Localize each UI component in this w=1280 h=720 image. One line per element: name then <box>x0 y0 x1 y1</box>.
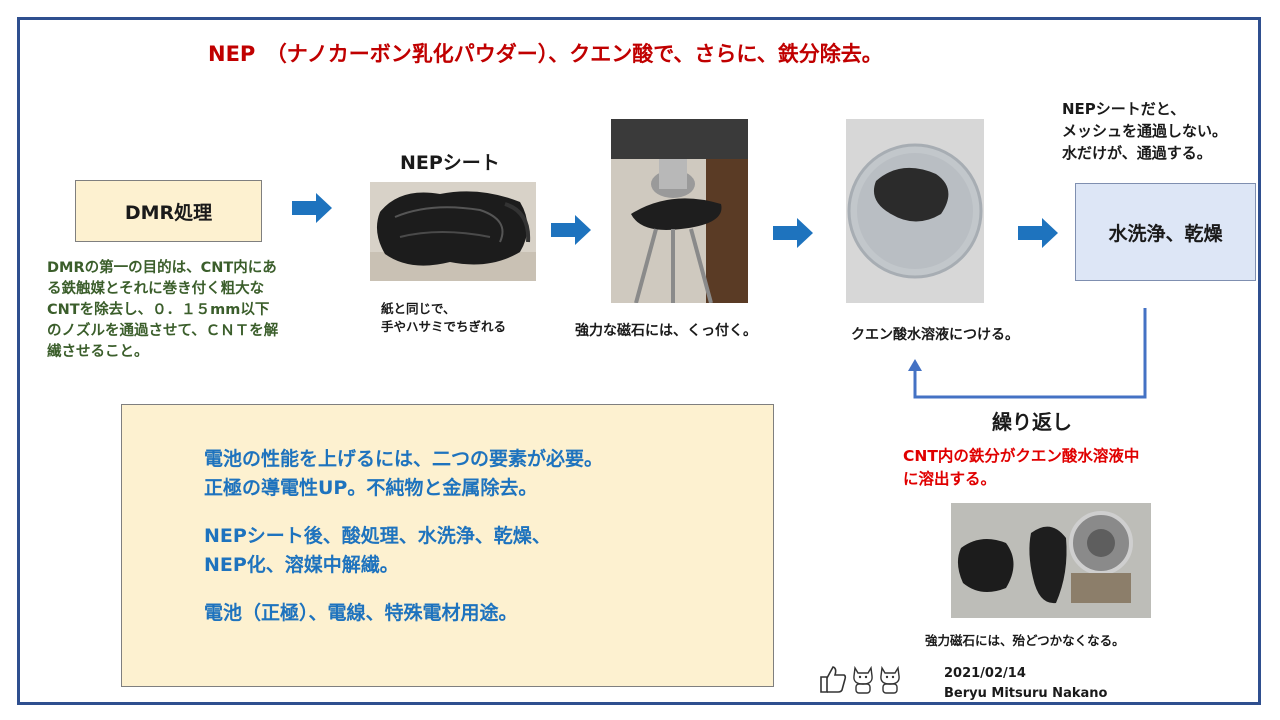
mesh-note-line: 水だけが、通過する。 <box>1062 144 1212 162</box>
arrow-right-icon <box>292 193 332 223</box>
repeat-loop-arrow <box>908 308 1147 399</box>
summary-line: 正極の導電性UP。不純物と金属除去。 <box>204 477 538 499</box>
footer-date: 2021/02/14 <box>944 666 1026 681</box>
citric-acid-photo <box>846 119 984 303</box>
lucky-cat-icon <box>880 665 900 694</box>
wash-dry-box: 水洗浄、乾燥 <box>1075 183 1256 281</box>
summary-spacer <box>204 503 603 522</box>
footer: 2021/02/14 Beryu Mitsuru Nakano <box>944 664 1107 704</box>
summary-box: 電池の性能を上げるには、二つの要素が必要。 正極の導電性UP。不純物と金属除去。… <box>121 404 774 687</box>
magnet-photo <box>611 119 748 303</box>
lucky-cat-icon <box>853 665 873 694</box>
summary-line: NEP化、溶媒中解繊。 <box>204 554 399 576</box>
nep-sheet-label: NEPシート <box>400 152 500 174</box>
dmr-description: DMRの第一の目的は、CNT内にあ る鉄触媒とそれに巻き付く粗大な CNTを除去… <box>47 258 352 363</box>
iron-elution-note: CNT内の鉄分がクエン酸水溶液中 に溶出する。 <box>903 445 1139 491</box>
arrow-right-icon <box>551 215 591 245</box>
thumbs-up-icon <box>820 666 847 693</box>
slide-frame <box>17 17 1261 705</box>
nep-sheet-photo <box>370 182 536 281</box>
arrow-right-icon <box>773 218 813 248</box>
dmr-desc-line: る鉄触媒とそれに巻き付く粗大な <box>47 281 265 297</box>
nep-caption-line: 紙と同じで、 <box>381 301 456 316</box>
dmr-desc-line: 繊させること。 <box>47 344 149 360</box>
arrow-right-icon <box>1018 218 1058 248</box>
summary-line: 電池（正極）、電線、特殊電材用途。 <box>204 602 518 624</box>
repeat-label: 繰り返し <box>992 410 1072 434</box>
after-treatment-caption: 強力磁石には、殆どつかなくなる。 <box>925 633 1125 648</box>
after-treatment-photo <box>951 503 1151 618</box>
summary-text: 電池の性能を上げるには、二つの要素が必要。 正極の導電性UP。不純物と金属除去。… <box>204 445 603 628</box>
nep-caption-line: 手やハサミでちぎれる <box>381 319 507 334</box>
dmr-desc-line: のノズルを通過させて、ＣＮＴを解 <box>47 323 279 339</box>
magnet-caption: 強力な磁石には、くっ付く。 <box>575 323 757 339</box>
iron-note-line: CNT内の鉄分がクエン酸水溶液中 <box>903 447 1140 465</box>
footer-author: Beryu Mitsuru Nakano <box>944 686 1108 701</box>
dmr-desc-line: CNTを除去し、０．１５mm以下 <box>47 302 270 318</box>
summary-line: 電池の性能を上げるには、二つの要素が必要。 <box>204 448 604 470</box>
dmr-desc-line: DMRの第一の目的は、CNT内にあ <box>47 260 277 276</box>
slide-title: NEP （ナノカーボン乳化パウダー）、クエン酸で、さらに、鉄分除去。 <box>208 42 883 66</box>
nep-sheet-caption: 紙と同じで、 手やハサミでちぎれる <box>381 300 506 336</box>
summary-spacer <box>204 580 603 599</box>
mesh-note-line: NEPシートだと、 <box>1062 100 1186 118</box>
citric-acid-caption: クエン酸水溶液につける。 <box>851 327 1019 343</box>
summary-line: NEPシート後、酸処理、水洗浄、乾燥、 <box>204 525 551 547</box>
mesh-note-line: メッシュを通過しない。 <box>1062 122 1228 140</box>
iron-note-line: に溶出する。 <box>903 470 997 488</box>
mesh-note: NEPシートだと、 メッシュを通過しない。 水だけが、通過する。 <box>1062 98 1227 164</box>
dmr-process-box: DMR処理 <box>75 180 262 242</box>
